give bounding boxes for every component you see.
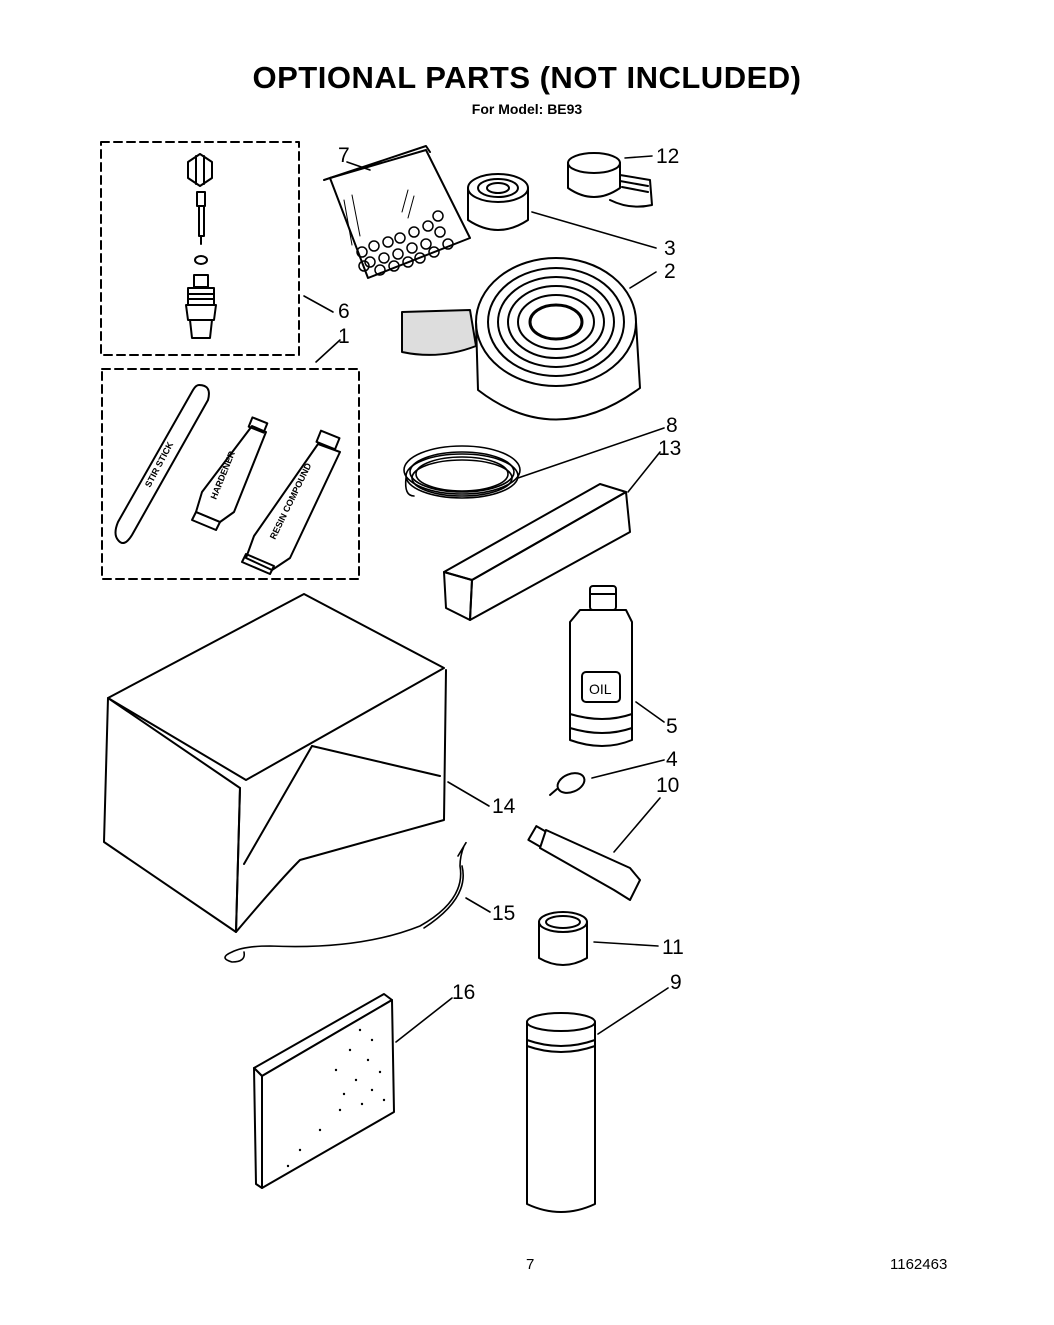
callout-4: 4 <box>666 748 678 771</box>
callout-11: 11 <box>662 936 684 959</box>
callout-1: 1 <box>338 325 350 348</box>
callout-9: 9 <box>670 971 682 994</box>
part-12-tape-roll <box>567 152 653 208</box>
model-subtitle: For Model: BE93 <box>471 101 583 117</box>
stir-stick-label: STIR STICK <box>143 440 176 489</box>
callout-3: 3 <box>664 237 676 260</box>
part-9-aerosol-can <box>526 1012 596 1213</box>
part-8-coiled-wire <box>403 445 521 499</box>
leader-lines <box>303 155 669 1043</box>
page-title: OPTIONAL PARTS (NOT INCLUDED) <box>252 60 802 95</box>
callout-10: 10 <box>656 774 679 797</box>
part-7-seal-ring-bag <box>323 145 471 279</box>
part-14-cabinet-cover <box>103 593 447 933</box>
callout-13: 13 <box>658 437 681 460</box>
callout-14: 14 <box>492 795 516 818</box>
part-15-hook-cord <box>224 841 467 963</box>
part-4-filter-drier <box>549 772 586 796</box>
callout-2: 2 <box>664 260 676 283</box>
part-6-valve-kit <box>100 141 300 356</box>
part-10-compound-tube <box>527 825 641 901</box>
part-16-filter-pad <box>253 993 395 1189</box>
callout-15: 15 <box>492 902 515 925</box>
callout-6: 6 <box>338 300 350 323</box>
callout-numbers: 7 12 3 2 6 1 8 13 5 4 10 14 15 11 9 16 <box>338 144 684 1004</box>
callout-16: 16 <box>452 981 475 1004</box>
page-number: 7 <box>526 1256 535 1273</box>
part-5-oil-bottle: OIL <box>569 585 633 747</box>
part-13-sealant-bar <box>443 483 631 621</box>
part-1-epoxy-repair-kit: STIR STICK HARDENER RESIN COMPOUND <box>101 368 360 580</box>
document-number: 1162463 <box>890 1256 948 1273</box>
part-2-insulation-tape-roll <box>401 257 641 421</box>
callout-8: 8 <box>666 414 678 437</box>
callout-12: 12 <box>656 145 679 168</box>
part-3-small-tape-roll <box>467 173 529 231</box>
callout-5: 5 <box>666 715 678 738</box>
part-11-small-can <box>538 911 588 966</box>
oil-label: OIL <box>589 681 612 697</box>
callout-7: 7 <box>338 144 350 167</box>
